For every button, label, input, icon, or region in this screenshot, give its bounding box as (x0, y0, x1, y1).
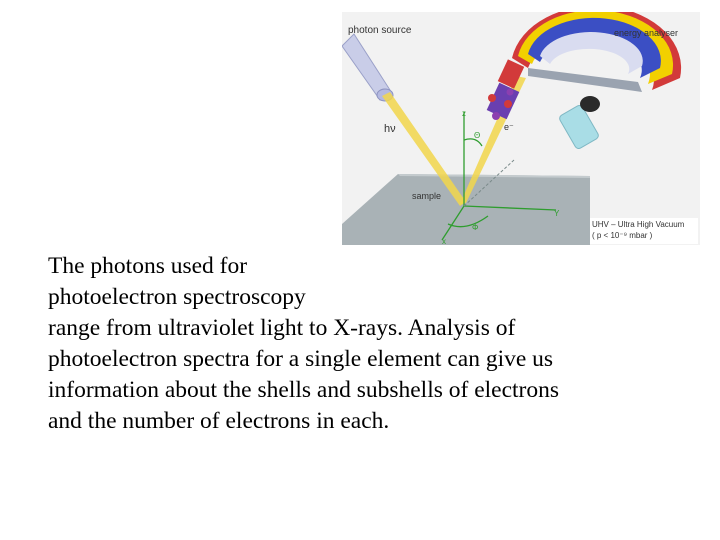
z-axis-label: z (462, 109, 466, 118)
photon-source-label: photon source (348, 25, 412, 36)
energy-analyser-hemisphere (512, 12, 682, 92)
photon-beam (382, 92, 466, 206)
body-line-3: range from ultraviolet light to X-rays. … (48, 315, 516, 341)
body-line-1: The photons used for (48, 253, 248, 279)
body-line-2: photoelectron spectroscopy (48, 284, 306, 310)
coordinate-axes (441, 112, 557, 241)
electron-lens-column (486, 59, 525, 120)
uhv-note-line-1: UHV – Ultra High Vacuum (592, 220, 685, 229)
electron-label: e⁻ (504, 122, 514, 132)
energy-analyser-label: energy analyser (614, 28, 678, 38)
projection-line (463, 159, 515, 207)
body-line-4: photoelectron spectra for a single eleme… (48, 346, 554, 372)
y-axis-label: Y (554, 209, 560, 218)
x-axis-label: x (442, 237, 446, 245)
sample-label: sample (412, 191, 441, 201)
photoemission-setup-diagram: photon source energy analyser hν e⁻ samp… (342, 12, 700, 245)
phi-label: Φ (472, 223, 478, 232)
body-line-5: information about the shells and subshel… (48, 377, 560, 403)
theta-label: Θ (474, 131, 480, 140)
hv-label: hν (384, 123, 396, 135)
uhv-note-line-2: ( p < 10⁻⁹ mbar ) (592, 231, 653, 240)
body-paragraph: The photons used for photoelectron spect… (48, 251, 688, 437)
uhv-note: UHV – Ultra High Vacuum ( p < 10⁻⁹ mbar … (590, 218, 698, 244)
body-line-6: and the number of electrons in each. (48, 408, 390, 434)
detector-cylinder (559, 96, 600, 149)
sample-plate (342, 174, 590, 245)
